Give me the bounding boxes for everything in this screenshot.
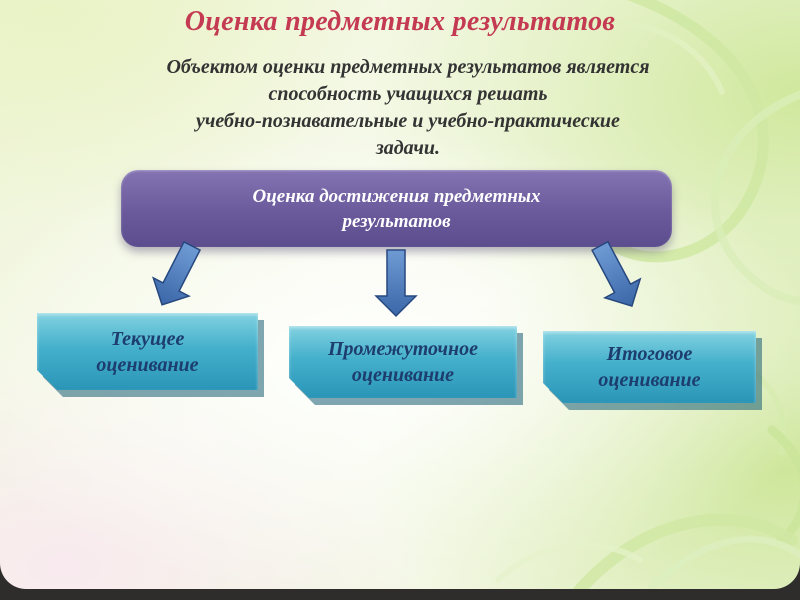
slide-title: Оценка предметных результатов [184,6,616,37]
leaf-line-2: оценивание [351,364,455,386]
intro-line-3: учебно-познавательные и учебно-практичес… [196,110,620,132]
root-box-line-1: Оценка достижения предметных [252,185,541,207]
leaf-box-intermediate-assessment: Промежуточное оценивание [289,326,517,398]
arrow-down-icon [374,249,418,318]
leaf-box-final-assessment: Итоговое оценивание [543,331,756,403]
leaf-line-1: Промежуточное [327,338,479,360]
arrow-down-right-icon [591,240,642,307]
root-box: Оценка достижения предметных результатов [121,170,672,247]
leaf-line-1: Текущее [110,327,185,350]
root-box-line-2: результатов [342,210,451,232]
intro-line-1: Объектом оценки предметных результатов я… [166,56,650,78]
intro-text: Объектом оценки предметных результатов я… [48,54,768,162]
intro-line-2: способность учащихся решать [268,83,548,105]
leaf-box-label: Текущее оценивание [37,313,258,390]
leaf-box-label: Промежуточное оценивание [289,326,517,398]
intro-line-4: задачи. [375,137,441,159]
leaf-line-2: оценивание [96,353,199,376]
leaf-line-2: оценивание [598,369,701,391]
arrow-down-left-icon [152,240,202,306]
leaf-box-label: Итоговое оценивание [543,331,756,403]
leaf-box-current-assessment: Текущее оценивание [37,313,258,390]
root-box-label: Оценка достижения предметных результатов [253,184,541,234]
leaf-line-1: Итоговое [606,343,693,365]
